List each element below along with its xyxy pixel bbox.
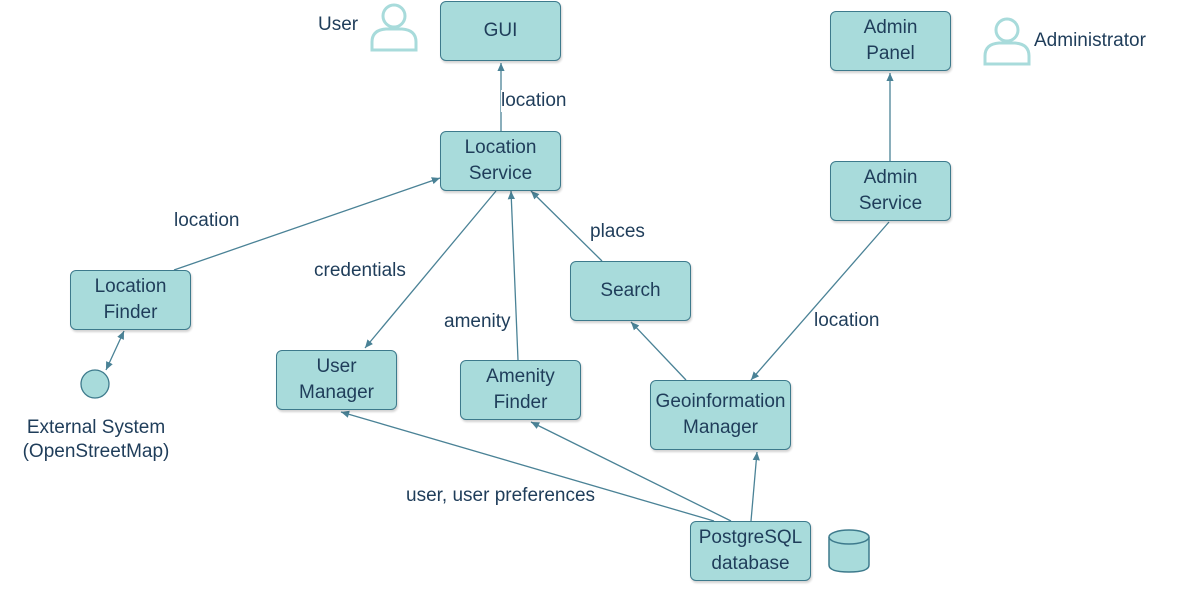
search-node-label: Search	[600, 280, 661, 301]
edge-amenity-finder-to-location-service	[507, 190, 519, 361]
edge-location-finder-to-location-service	[173, 177, 441, 271]
user-manager-node[interactable]: User Manager	[276, 350, 397, 410]
gui-node-label: GUI	[483, 20, 518, 41]
edge-geo-manager-to-search	[630, 321, 687, 381]
edge-label-db-to-user-manager: user, user preferences	[406, 485, 596, 506]
user-actor-icon	[370, 3, 418, 52]
external-system-label: External System (OpenStreetMap)	[22, 417, 170, 462]
edge-label-amenity-to-service: amenity	[444, 311, 511, 332]
edge-label-service-to-user-manager: credentials	[314, 260, 406, 281]
edge-db-to-amenity-finder	[530, 421, 732, 522]
administrator-actor-label: Administrator	[1034, 30, 1146, 51]
database-cylinder-icon	[828, 529, 870, 573]
admin-service-node[interactable]: Admin Service	[830, 161, 951, 221]
user-actor-label: User	[318, 14, 359, 35]
gui-node[interactable]: GUI	[440, 1, 561, 61]
edge-label-search-to-service: places	[590, 221, 645, 242]
edge-admin-service-to-geo-manager	[750, 221, 890, 381]
admin-panel-node-label: Admin Panel	[863, 17, 918, 64]
geoinformation-manager-node[interactable]: Geoinformation Manager	[650, 380, 791, 450]
administrator-actor-icon	[983, 17, 1031, 66]
amenity-finder-node-label: Amenity Finder	[486, 366, 555, 413]
location-service-node-label: Location Service	[464, 137, 537, 184]
edge-db-to-user-manager	[340, 410, 715, 522]
user-manager-node-label: User Manager	[299, 356, 374, 403]
postgresql-database-node-label: PostgreSQL database	[698, 527, 803, 574]
admin-panel-node[interactable]: Admin Panel	[830, 11, 951, 71]
admin-service-node-label: Admin Service	[858, 167, 923, 214]
edge-label-finder-to-service: location	[174, 210, 240, 231]
external-system-circle-icon	[80, 369, 110, 399]
postgresql-database-node[interactable]: PostgreSQL database	[690, 521, 811, 581]
edge-location-service-to-user-manager	[364, 190, 497, 349]
edge-label-admin-service-to-geo: location	[814, 310, 880, 331]
geoinformation-manager-node-label: Geoinformation Manager	[655, 391, 786, 438]
search-node[interactable]: Search	[570, 261, 691, 321]
edge-db-to-geo-manager	[750, 451, 760, 522]
location-finder-node-label: Location Finder	[94, 276, 167, 323]
edge-search-to-location-service	[530, 190, 603, 262]
location-finder-node[interactable]: Location Finder	[70, 270, 191, 330]
edge-label-service-to-gui: location	[501, 90, 567, 112]
location-service-node[interactable]: Location Service	[440, 131, 561, 191]
amenity-finder-node[interactable]: Amenity Finder	[460, 360, 581, 420]
edge-location-finder-to-external-system	[105, 330, 125, 371]
